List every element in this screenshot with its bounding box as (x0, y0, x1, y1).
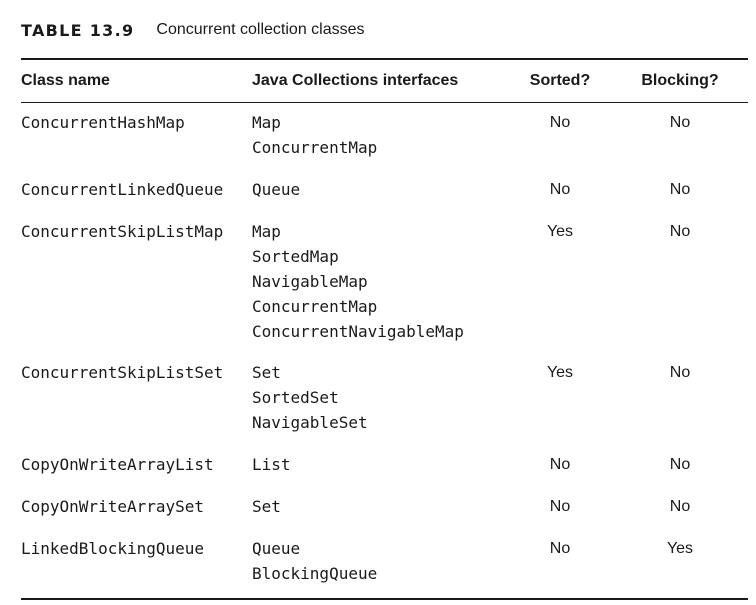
interfaces-cell: Map SortedMap NavigableMap ConcurrentMap… (252, 219, 464, 344)
sorted-cell: No (549, 181, 571, 198)
interface-item: NavigableSet (252, 413, 368, 432)
blocking-cell: No (669, 181, 691, 198)
class-name-cell: CopyOnWriteArraySet (21, 497, 205, 516)
interfaces-cell: Set SortedSet NavigableSet (252, 360, 368, 435)
interfaces-cell: List (252, 452, 291, 477)
blocking-cell: No (669, 223, 691, 240)
sorted-cell: Yes (546, 223, 574, 240)
interface-item: Queue (252, 539, 301, 558)
table-caption: TABLE 13.9 Concurrent collection classes (21, 18, 365, 42)
interface-item: ConcurrentMap (252, 138, 378, 157)
interface-item: Set (252, 497, 281, 516)
interface-item: List (252, 455, 291, 474)
interface-item: ConcurrentMap (252, 297, 378, 316)
class-name-cell: ConcurrentHashMap (21, 113, 185, 132)
interface-item: BlockingQueue (252, 564, 378, 583)
interface-item: Map (252, 222, 281, 241)
blocking-cell: No (669, 364, 691, 381)
interface-item: ConcurrentNavigableMap (252, 322, 464, 341)
blocking-cell: No (669, 456, 691, 473)
header-class-name: Class name (21, 72, 110, 89)
interface-item: Map (252, 113, 281, 132)
interfaces-cell: Queue BlockingQueue (252, 536, 377, 586)
class-name-cell: CopyOnWriteArrayList (21, 455, 214, 474)
blocking-cell: Yes (666, 540, 694, 557)
class-name-cell: LinkedBlockingQueue (21, 539, 205, 558)
table-top-rule (21, 58, 748, 60)
class-name-cell: ConcurrentSkipListMap (21, 222, 224, 241)
interfaces-cell: Map ConcurrentMap (252, 110, 377, 160)
sorted-cell: No (549, 540, 571, 557)
interface-item: SortedMap (252, 247, 339, 266)
blocking-cell: No (669, 114, 691, 131)
header-interfaces: Java Collections interfaces (252, 72, 459, 89)
interface-item: Set (252, 363, 281, 382)
sorted-cell: No (549, 498, 571, 515)
class-name-cell: ConcurrentSkipListSet (21, 363, 224, 382)
table-title: Concurrent collection classes (156, 21, 365, 38)
interfaces-cell: Queue (252, 177, 300, 202)
header-blocking: Blocking? (641, 72, 719, 89)
table-header-rule (21, 102, 748, 103)
header-sorted: Sorted? (529, 72, 591, 89)
sorted-cell: No (549, 114, 571, 131)
interface-item: Queue (252, 180, 301, 199)
class-name-cell: ConcurrentLinkedQueue (21, 180, 224, 199)
interface-item: SortedSet (252, 388, 339, 407)
blocking-cell: No (669, 498, 691, 515)
table-bottom-rule (21, 598, 748, 600)
sorted-cell: No (549, 456, 571, 473)
table-number: TABLE 13.9 (21, 20, 135, 40)
interfaces-cell: Set (252, 494, 281, 519)
sorted-cell: Yes (546, 364, 574, 381)
interface-item: NavigableMap (252, 272, 368, 291)
